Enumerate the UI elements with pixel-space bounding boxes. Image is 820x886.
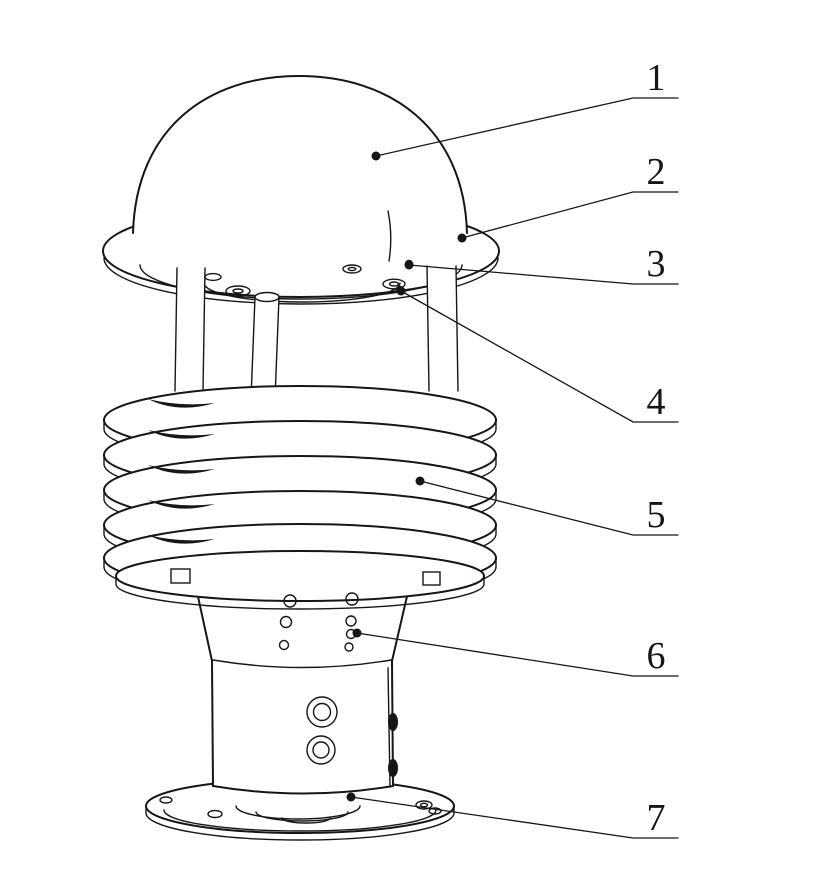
leader-dot-4: [396, 286, 406, 296]
leader-line-3: [408, 264, 679, 285]
callout-6: 6: [352, 628, 679, 677]
plate-screw-center: [232, 288, 244, 294]
bottom-plate-rim: [115, 575, 485, 610]
leader-dot-5: [415, 476, 425, 486]
dome-outline: [132, 74, 468, 234]
callout-7: 7: [346, 792, 679, 839]
base-mount-hole-inner: [419, 802, 429, 808]
cable-grommet-inner: [312, 702, 332, 722]
cable-grommet-inner: [312, 741, 330, 759]
inner-disc-arc: [203, 282, 401, 303]
post-middle-cap: [254, 291, 280, 303]
louver-gap-shadow: [148, 500, 215, 509]
base-hub-arc-small: [281, 817, 331, 824]
dome-face: [133, 76, 467, 244]
vent-hole: [283, 594, 297, 608]
post-right-edges: [426, 265, 459, 392]
cable-grommet: [306, 735, 336, 765]
leader-dot-3: [404, 260, 414, 270]
callout-label-7: 7: [647, 797, 666, 839]
screw-stack-bottom: [344, 642, 354, 652]
callout-label-2: 2: [647, 151, 666, 193]
post-middle-edges: [250, 296, 280, 400]
louver-gap-shadow: [148, 465, 215, 474]
base-mount-hole: [207, 809, 223, 819]
base-mount-hole: [159, 796, 173, 804]
callout-label-4: 4: [647, 381, 666, 423]
callout-label-1: 1: [647, 57, 666, 99]
base-hub-arc-inner: [255, 811, 349, 822]
side-hole: [388, 713, 398, 731]
body-details: [278, 592, 398, 777]
base-flange-rim: [145, 805, 455, 841]
tie-rod-nut: [170, 568, 191, 584]
plate-screw: [225, 285, 251, 297]
leader-line-5: [419, 480, 679, 536]
post-left-edges: [174, 267, 206, 392]
callout-5: 5: [415, 476, 679, 536]
body: [195, 590, 410, 795]
callout-4: 4: [396, 286, 679, 423]
leader-dot-1: [371, 151, 381, 161]
leader-dot-2: [457, 233, 467, 243]
leader-line-7: [350, 796, 679, 839]
base-hub-arc: [235, 805, 361, 820]
vent-hole: [279, 615, 293, 629]
louver-gap-shadow: [148, 399, 215, 408]
screw-stack-top: [345, 615, 357, 627]
dome: [132, 74, 468, 262]
leader-line-2: [461, 191, 679, 239]
post-middle-face: [251, 297, 279, 399]
base-mount-hole: [428, 807, 442, 815]
base-flange: [145, 796, 455, 841]
leader-line-6: [356, 632, 679, 677]
body-waist-seam: [212, 659, 392, 669]
plate-screw: [382, 278, 406, 290]
tie-rod-nut: [422, 571, 441, 586]
sensor-device: [102, 74, 500, 841]
louver-gap-shadow: [148, 430, 215, 439]
louver-bottom-plate: [115, 550, 485, 610]
callout-1: 1: [371, 57, 679, 161]
plate-screw-center: [347, 266, 357, 272]
support-posts: [174, 265, 459, 400]
side-hole: [388, 759, 398, 777]
callout-label-3: 3: [647, 243, 666, 285]
collar-ring-rim: [103, 257, 499, 305]
callout-label-6: 6: [647, 635, 666, 677]
louver-gap-shadow: [148, 535, 215, 544]
callout-2: 2: [457, 151, 679, 243]
leader-dot-7: [346, 792, 356, 802]
base-inner-edge: [163, 809, 437, 832]
vent-hole: [345, 592, 359, 606]
post-right-face: [427, 266, 458, 391]
base-mount-hole: [415, 800, 433, 810]
vent-hole: [278, 639, 290, 651]
post-left-face: [175, 268, 205, 391]
cable-grommet: [306, 696, 338, 728]
plate-screw: [342, 264, 362, 274]
body-outline: [195, 590, 410, 795]
leader-line-4: [400, 290, 679, 423]
leader-line-1: [375, 97, 679, 157]
callout-3: 3: [404, 243, 679, 285]
dome-seam: [387, 210, 392, 262]
louver-stack: [103, 385, 497, 602]
plate-screw-center: [388, 281, 400, 287]
callout-label-5: 5: [647, 494, 666, 536]
leader-dot-6: [352, 628, 362, 638]
callouts: 1 2 3 4 5 6 7: [346, 57, 679, 839]
